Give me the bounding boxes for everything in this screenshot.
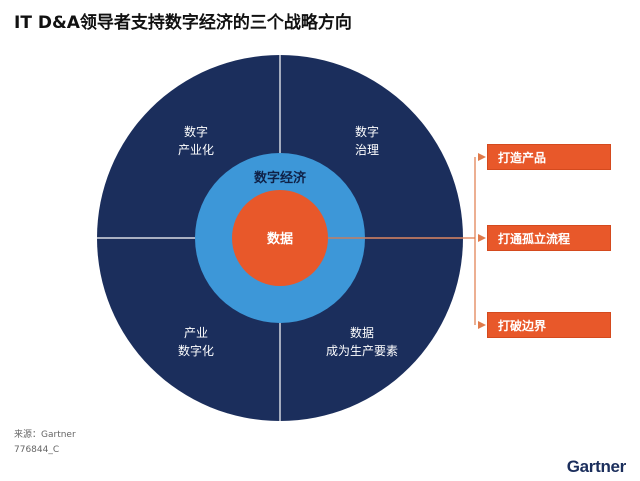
connector-arrows: [478, 153, 486, 329]
core-circle: [232, 190, 328, 286]
quadrant-top-left-line1: 数字: [184, 124, 208, 139]
source-note: 来源：Gartner: [14, 430, 76, 440]
direction-box-2: 打通孤立流程: [487, 225, 611, 251]
gartner-logo: Gartner: [566, 457, 627, 476]
quadrant-bottom-left-line2: 数字化: [178, 343, 214, 358]
direction-box-3: 打破边界: [487, 312, 611, 338]
ring-label: 数字经济: [254, 170, 307, 186]
quadrant-bottom-right-line2: 成为生产要素: [326, 344, 398, 358]
arrow-to-direction-1: [478, 153, 486, 161]
quadrant-bottom-right-line1: 数据: [350, 325, 374, 340]
direction-box-1: 打造产品: [487, 144, 611, 170]
core-label: 数据: [267, 231, 293, 247]
quadrant-top-right-line2: 治理: [355, 143, 379, 157]
document-id: 776844_C: [14, 445, 60, 455]
quadrant-top-left-line2: 产业化: [178, 143, 214, 157]
arrow-to-direction-2: [478, 234, 486, 242]
page-title: IT D&A领导者支持数字经济的三个战略方向: [14, 13, 352, 33]
quadrant-top-right-line1: 数字: [355, 124, 379, 139]
arrow-to-direction-3: [478, 321, 486, 329]
connector-lines: [328, 157, 476, 325]
quadrant-bottom-left-line1: 产业: [184, 326, 208, 340]
